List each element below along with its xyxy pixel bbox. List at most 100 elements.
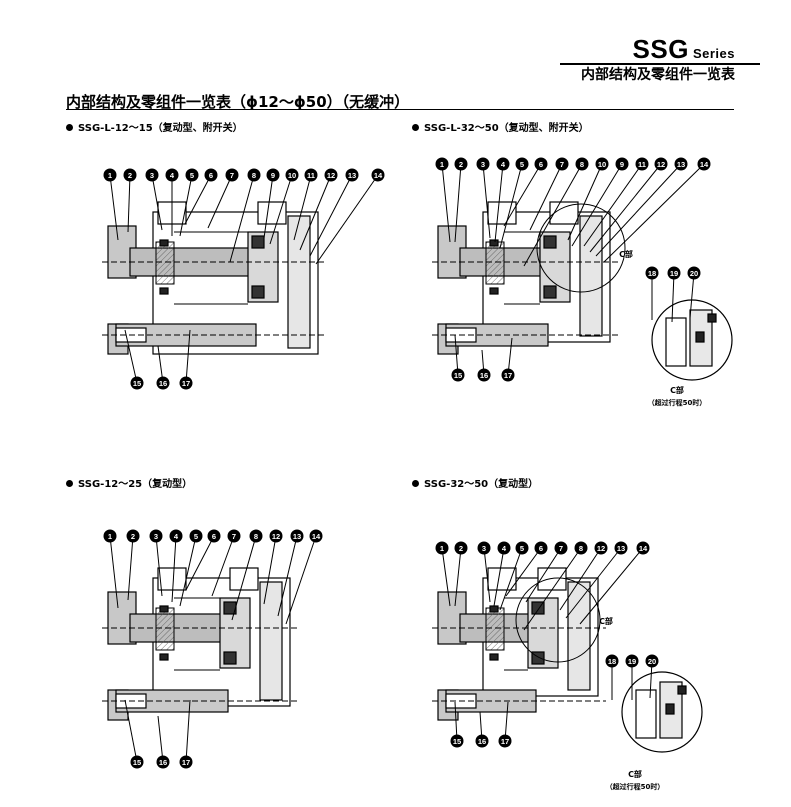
- d3-bottom-17-text: 17: [182, 758, 190, 767]
- d4-top-14-leader: [579, 547, 644, 625]
- rod-seal: [155, 607, 175, 651]
- seal-top: [251, 235, 265, 249]
- d2-top-2-leader: [454, 163, 462, 243]
- d2-bottom-15-text: 15: [454, 371, 462, 380]
- d1-top-14: [371, 168, 385, 182]
- diagram-1: [102, 201, 326, 355]
- d1-top-11-leader: [293, 174, 312, 241]
- port-block-right: [537, 567, 567, 591]
- d2-top-11-leader: [583, 163, 643, 247]
- detail-c-1: [651, 299, 733, 381]
- d2-top-7-leader: [529, 163, 563, 231]
- d2-top-13-leader: [595, 163, 682, 257]
- d4-top-12: [594, 541, 608, 555]
- end-cover: [567, 581, 591, 691]
- d2-detail-20-leader: [689, 272, 695, 319]
- d4-bottom-17-leader: [504, 701, 509, 742]
- d4-top-1-leader: [441, 547, 451, 607]
- d4-top-8-text: 8: [579, 544, 583, 553]
- d1-top-11-text: 11: [307, 171, 315, 180]
- d1-top-13-text: 13: [348, 171, 356, 180]
- d3-top-13-leader: [277, 535, 298, 617]
- d2-top-9-leader: [571, 163, 623, 247]
- bushing-top: [489, 605, 499, 613]
- d2-top-9: [615, 157, 629, 171]
- diagram-3: [102, 567, 298, 721]
- d3-top-3: [149, 529, 163, 543]
- d1-top-12-leader: [299, 174, 332, 251]
- d2-top-4: [496, 157, 510, 171]
- header-rule: [560, 63, 760, 65]
- d2-top-11-text: 11: [638, 160, 646, 169]
- d2-bottom-16-text: 16: [480, 371, 488, 380]
- d3-top-4: [169, 529, 183, 543]
- d1-bottom-15: [130, 376, 144, 390]
- detail-seal: [695, 331, 705, 343]
- d2-top-14-leader: [603, 163, 705, 263]
- d2-detail-18-text: 18: [648, 269, 656, 278]
- d2-top-2-text: 2: [459, 160, 463, 169]
- diagram-2: [432, 201, 618, 355]
- d3-top-2-leader: [127, 535, 134, 601]
- d3-top-6: [207, 529, 221, 543]
- d3-top-8-leader: [231, 535, 257, 621]
- d2-top-1-leader: [441, 163, 451, 243]
- section-label-3: SSG-12〜25（复动型）: [66, 475, 192, 490]
- d3-bottom-16-leader: [157, 715, 164, 763]
- d4-top-5: [515, 541, 529, 555]
- d2-top-6-leader: [503, 163, 542, 227]
- d1-top-1: [103, 168, 117, 182]
- seal-top: [543, 235, 557, 249]
- seal-bottom: [223, 651, 237, 665]
- d1-top-11: [304, 168, 318, 182]
- d2-detail-19-text: 19: [670, 269, 678, 278]
- end-cover: [579, 215, 603, 337]
- d4-top-7-text: 7: [559, 544, 563, 553]
- end-cover: [287, 215, 311, 349]
- d4-top-7: [554, 541, 568, 555]
- d3-top-12-text: 12: [272, 532, 280, 541]
- bushing-bottom: [489, 287, 499, 295]
- d4-bottom-17-text: 17: [501, 737, 509, 746]
- d1-bottom-16-text: 16: [159, 379, 167, 388]
- bushing-bottom: [159, 287, 169, 295]
- d2-bottom-17: [501, 368, 515, 382]
- d3-top-5-leader: [179, 535, 197, 607]
- d1-top-9-leader: [263, 174, 274, 239]
- d2-top-12-leader: [589, 163, 662, 253]
- d4-top-5-leader: [499, 547, 523, 611]
- d1-top-10-leader: [269, 174, 293, 245]
- d2-top-3: [476, 157, 490, 171]
- d3-top-1: [103, 529, 117, 543]
- d4-top-4-leader: [493, 547, 505, 607]
- heading-rule: [66, 109, 734, 110]
- d2-top-14: [697, 157, 711, 171]
- d2-top-9-text: 9: [620, 160, 624, 169]
- d3-top-14-leader: [285, 535, 317, 625]
- d4-top-8: [574, 541, 588, 555]
- d4-top-4: [497, 541, 511, 555]
- d3-bottom-17: [179, 755, 193, 769]
- d1-bottom-17: [179, 376, 193, 390]
- diagram-4: [432, 567, 606, 721]
- d1-bottom-17-leader: [185, 329, 191, 384]
- d3-top-1-text: 1: [108, 532, 112, 541]
- d2-top-10: [595, 157, 609, 171]
- c-part-circle-1: [536, 203, 626, 293]
- d3-top-12: [269, 529, 283, 543]
- d3-top-7-leader: [211, 535, 235, 597]
- d2-top-8-leader: [523, 163, 583, 267]
- series-subtitle: 内部结构及零组件一览表: [581, 67, 735, 83]
- d4-bottom-16-text: 16: [478, 737, 486, 746]
- d3-top-2-text: 2: [131, 532, 135, 541]
- d4-bottom-17: [498, 734, 512, 748]
- d4-top-1-text: 1: [440, 544, 444, 553]
- seal-bottom: [543, 285, 557, 299]
- d4-detail-18-text: 18: [608, 657, 616, 666]
- d1-top-3-leader: [151, 174, 163, 231]
- d1-top-12-text: 12: [327, 171, 335, 180]
- d4-detail-20: [645, 654, 659, 668]
- port-block-right: [257, 201, 287, 225]
- d3-top-7-text: 7: [232, 532, 236, 541]
